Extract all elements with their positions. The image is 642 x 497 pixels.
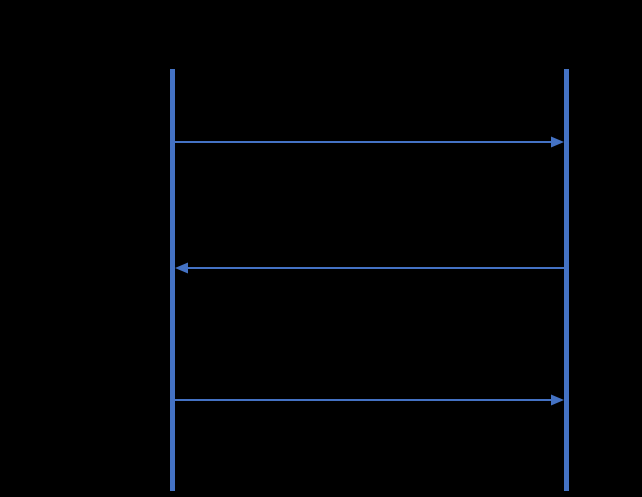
message-arrow-3-head-icon bbox=[551, 394, 564, 406]
message-arrow-2-head-icon bbox=[175, 262, 188, 274]
message-arrow-1-head-icon bbox=[551, 136, 564, 148]
